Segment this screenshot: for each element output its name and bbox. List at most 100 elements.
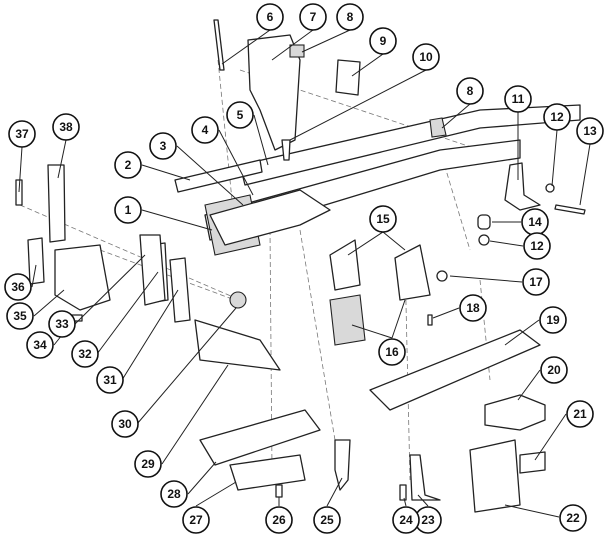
mount-20: [484, 394, 546, 431]
svg-text:8: 8: [467, 84, 474, 98]
spacer-14: [477, 214, 491, 230]
callout-32: 32: [71, 340, 99, 368]
callout-12: 12: [543, 103, 571, 131]
svg-text:3: 3: [160, 139, 167, 153]
callout-24: 24: [392, 506, 420, 534]
svg-text:1: 1: [125, 203, 132, 217]
callout-9: 9: [369, 27, 397, 55]
callout-22: 22: [559, 504, 587, 532]
phantom-lines: [19, 59, 491, 481]
svg-text:22: 22: [566, 511, 580, 525]
svg-text:36: 36: [11, 280, 25, 294]
svg-text:13: 13: [583, 124, 597, 138]
callout-20: 20: [540, 356, 568, 384]
svg-text:29: 29: [141, 457, 155, 471]
svg-text:33: 33: [55, 317, 69, 331]
callout-38: 38: [52, 113, 80, 141]
plate-31: [169, 257, 191, 323]
bracket-33: [139, 234, 166, 306]
svg-text:34: 34: [33, 338, 47, 352]
bolt-18: [427, 314, 433, 326]
callout-2: 2: [114, 151, 142, 179]
callout-11: 11: [504, 85, 532, 113]
plate-9: [335, 59, 361, 96]
bracket-16-left: [329, 294, 366, 346]
bracket-11: [504, 162, 541, 211]
callout-36: 36: [4, 273, 32, 301]
washer-12b: [478, 234, 490, 246]
callout-16: 16: [378, 338, 406, 366]
svg-text:7: 7: [310, 10, 317, 24]
clip-8b: [429, 117, 447, 138]
bolt-26: [275, 484, 283, 498]
left-parts: [15, 164, 351, 498]
svg-text:18: 18: [466, 301, 480, 315]
callout-10: 10: [412, 43, 440, 71]
callout-8: 8: [336, 3, 364, 31]
svg-text:31: 31: [103, 373, 117, 387]
plate-36: [27, 237, 45, 285]
bracket-28: [199, 409, 321, 466]
callout-13: 13: [576, 117, 604, 145]
callout-30: 30: [111, 410, 139, 438]
callout-29: 29: [134, 450, 162, 478]
callout-8b: 8: [456, 77, 484, 105]
bracket-27: [229, 454, 306, 491]
frame-rails: [174, 104, 581, 256]
bracket-15-right: [394, 244, 431, 301]
svg-text:26: 26: [272, 513, 286, 527]
svg-text:12: 12: [550, 110, 564, 124]
svg-text:20: 20: [547, 363, 561, 377]
callout-7: 7: [299, 3, 327, 31]
svg-text:5: 5: [237, 108, 244, 122]
pin-37: [15, 179, 23, 206]
svg-text:6: 6: [267, 10, 274, 24]
svg-text:19: 19: [546, 313, 560, 327]
callout-17: 17: [522, 268, 550, 296]
hanger-23: [409, 454, 441, 501]
callout-4: 4: [191, 116, 219, 144]
callout-26: 26: [265, 506, 293, 534]
callout-6: 6: [256, 3, 284, 31]
rod-6: [213, 19, 225, 71]
svg-text:15: 15: [376, 212, 390, 226]
callout-19: 19: [539, 306, 567, 334]
svg-text:23: 23: [421, 513, 435, 527]
frame-horn: [209, 189, 331, 246]
clip-8: [289, 44, 305, 58]
svg-text:28: 28: [167, 487, 181, 501]
callout-31: 31: [96, 366, 124, 394]
bracket-29: [194, 319, 281, 371]
svg-text:16: 16: [385, 345, 399, 359]
callout-21: 21: [566, 400, 594, 428]
callout-14: 14: [521, 208, 549, 236]
svg-text:24: 24: [399, 513, 413, 527]
svg-text:12: 12: [530, 239, 544, 253]
crossmember-19: [369, 329, 541, 411]
svg-text:8: 8: [347, 10, 354, 24]
bracket-22: [469, 439, 521, 513]
callout-35: 35: [6, 302, 34, 330]
bolt-13: [554, 204, 586, 215]
svg-text:17: 17: [529, 275, 543, 289]
svg-text:25: 25: [320, 513, 334, 527]
callout-1: 1: [114, 196, 142, 224]
bracket-38: [47, 164, 66, 243]
callout-15: 15: [369, 205, 397, 233]
callout-12b: 12: [523, 232, 551, 260]
link-25: [334, 439, 351, 491]
callout-3: 3: [149, 132, 177, 160]
svg-text:10: 10: [419, 50, 433, 64]
bushing-30: [229, 291, 247, 309]
callout-18: 18: [459, 294, 487, 322]
svg-text:38: 38: [59, 120, 73, 134]
bolt-24: [399, 484, 407, 501]
bracket-35: [54, 244, 111, 311]
svg-text:4: 4: [202, 123, 209, 137]
callout-25: 25: [313, 506, 341, 534]
svg-text:30: 30: [118, 417, 132, 431]
callout-33: 33: [48, 310, 76, 338]
callouts: 1 2 3 4 5 6 7 8 9 10 8 11 12 13 14 12 15…: [4, 3, 604, 534]
svg-text:14: 14: [528, 215, 542, 229]
